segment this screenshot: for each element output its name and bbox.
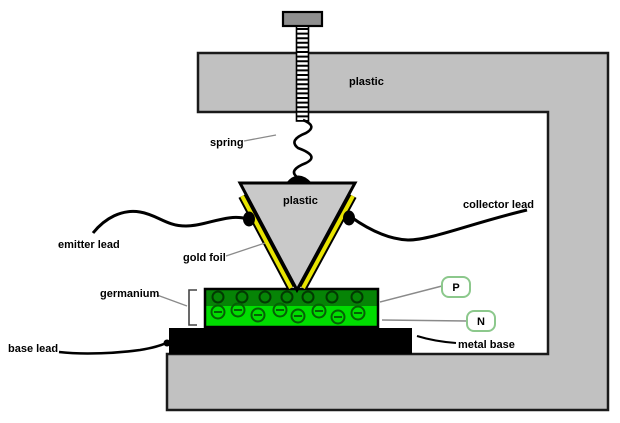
p-region-badge: P [441, 276, 471, 298]
frame-plastic-label: plastic [349, 76, 384, 88]
n-leader-line [381, 319, 468, 322]
n-region-badge: N [466, 310, 496, 332]
hole-circle [325, 290, 339, 304]
n-badge-box [466, 310, 496, 332]
wedge-plastic-label: plastic [283, 195, 318, 207]
wedge-top-dome [286, 175, 312, 183]
n-badge-letter: N [477, 316, 485, 328]
gold-foil-leader-line [225, 242, 266, 257]
gold-foil-left [240, 195, 293, 289]
electron-circle [311, 303, 327, 319]
electron-circle [330, 309, 346, 325]
hole-circle [211, 290, 225, 304]
electron-circle [350, 305, 366, 321]
hole-circle [258, 290, 272, 304]
metal-base-slab [169, 328, 412, 354]
emitter-lead-label: emitter lead [58, 239, 120, 251]
germanium-label: germanium [100, 288, 160, 300]
collector-contact-dot [343, 210, 355, 226]
screw-head [281, 10, 324, 28]
hole-circle [350, 290, 364, 304]
hole-circle [301, 290, 315, 304]
spring-label: spring [210, 137, 244, 149]
collector-lead-wire [350, 208, 528, 242]
gold-foil-label: gold foil [183, 252, 226, 264]
metal-base-label: metal base [458, 339, 515, 351]
spring-leader-line [243, 134, 277, 142]
metal-base-leader-line [416, 335, 457, 344]
gold-foil-right [301, 195, 355, 289]
hole-circle [280, 290, 294, 304]
p-leader-line [379, 285, 443, 303]
n-region-electrons [210, 302, 366, 325]
p-badge-letter: P [452, 282, 459, 294]
electron-circle [210, 304, 226, 320]
electron-circle [290, 308, 306, 324]
plastic-frame [165, 51, 610, 412]
gold-foil-strips [238, 194, 357, 290]
emitter-contact-dot [243, 211, 255, 227]
hole-circle [235, 290, 249, 304]
emitter-lead-wire [91, 209, 248, 234]
electron-circle [230, 302, 246, 318]
germanium-leader-line [156, 294, 188, 307]
collector-lead-label: collector lead [463, 199, 534, 211]
base-lead-wire [58, 341, 167, 355]
germanium-bracket [188, 289, 197, 326]
electron-circle [272, 302, 288, 318]
base-lead-label: base lead [8, 343, 58, 355]
germanium-block-border [203, 287, 380, 329]
p-badge-box [441, 276, 471, 298]
base-lead-contact-dot [163, 339, 171, 347]
p-region-holes [211, 290, 364, 304]
spring-coil [292, 118, 313, 179]
screw [281, 10, 324, 122]
electron-circle [250, 307, 266, 323]
